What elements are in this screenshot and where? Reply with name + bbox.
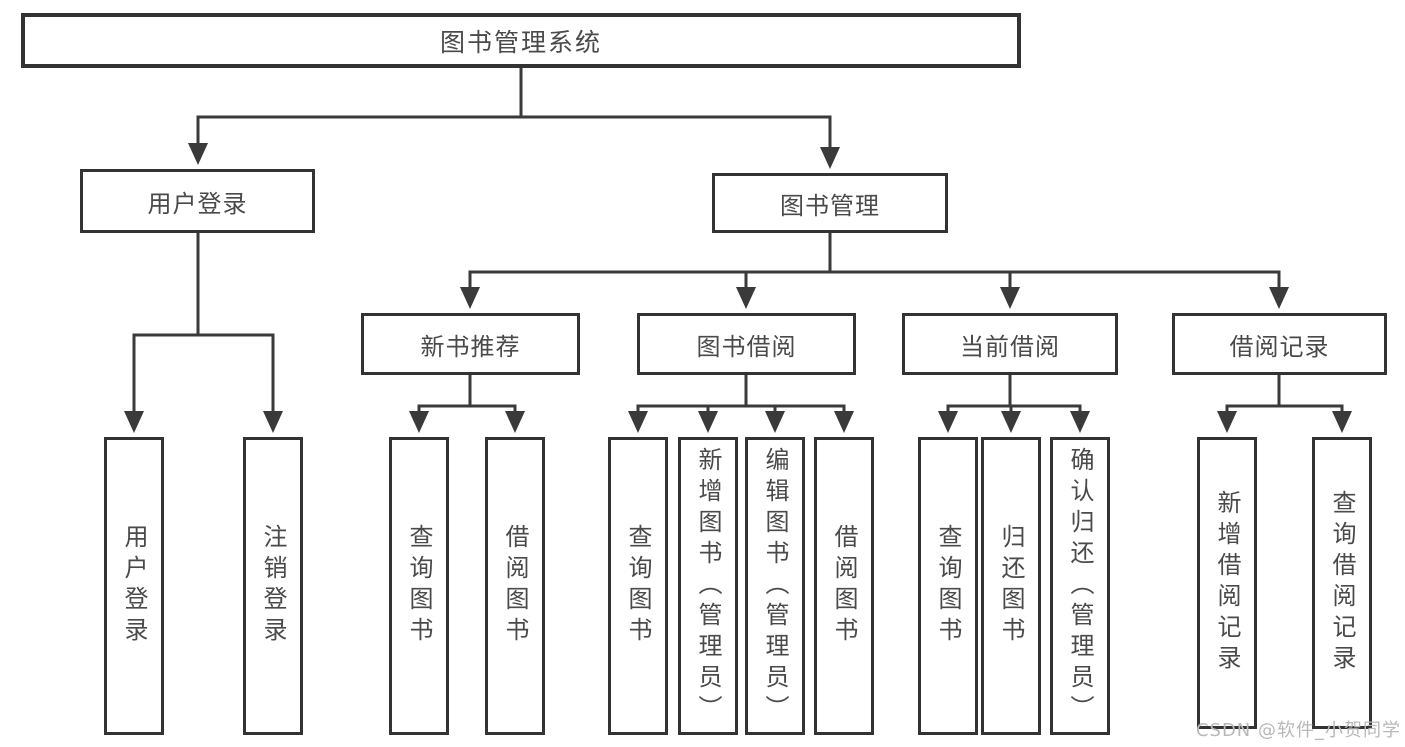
node-user-login-branch: 用户登录 — [80, 169, 315, 233]
connector-current-borrowing-to-children — [938, 373, 1090, 433]
node-user-login-branch-label: 用户登录 — [147, 189, 248, 218]
connector-borrow-records-to-children — [1217, 373, 1352, 433]
node-query-borrow-record-label: 查询借阅记录 — [1328, 490, 1356, 676]
node-query-books-newbooks: 查询图书 — [389, 437, 449, 735]
connector-book-borrowing-to-children — [628, 373, 854, 433]
node-user-login-leaf: 用户登录 — [104, 437, 164, 735]
node-book-borrowing: 图书借阅 — [637, 313, 856, 375]
node-add-book-admin: 新增图书（管理员） — [678, 437, 738, 735]
node-logout-leaf: 注销登录 — [243, 437, 303, 735]
node-return-book-label: 归还图书 — [997, 524, 1025, 648]
node-confirm-return-admin: 确认归还（管理员） — [1050, 437, 1110, 735]
node-add-borrow-record-label: 新增借阅记录 — [1213, 490, 1241, 676]
csdn-watermark: CSDN @软件_小贺同学 — [1195, 720, 1401, 741]
node-borrow-books-newbooks: 借阅图书 — [485, 437, 545, 735]
node-borrow-books-newbooks-label: 借阅图书 — [501, 524, 529, 648]
node-user-login-leaf-label: 用户登录 — [120, 524, 148, 648]
node-add-book-admin-label: 新增图书（管理员） — [694, 446, 722, 726]
node-borrow-records-label: 借阅记录 — [1229, 332, 1330, 361]
node-edit-book-admin-label: 编辑图书（管理员） — [761, 446, 789, 726]
connector-root-to-branches — [188, 66, 840, 169]
node-logout-leaf-label: 注销登录 — [259, 524, 287, 648]
node-query-books-borrowing-label: 查询图书 — [624, 524, 652, 648]
node-book-management: 图书管理 — [712, 173, 948, 233]
node-book-management-label: 图书管理 — [780, 191, 880, 220]
node-new-book-recommend: 新书推荐 — [361, 313, 580, 375]
node-query-books-current: 查询图书 — [918, 437, 978, 735]
node-confirm-return-admin-label: 确认归还（管理员） — [1066, 446, 1094, 726]
connector-new-books-to-children — [409, 373, 525, 433]
node-borrow-books-borrowing: 借阅图书 — [814, 437, 874, 735]
node-new-book-recommend-label: 新书推荐 — [420, 332, 521, 361]
node-query-borrow-record: 查询借阅记录 — [1312, 437, 1372, 729]
node-query-books-current-label: 查询图书 — [934, 524, 962, 648]
connector-user-login-to-children — [124, 231, 283, 433]
node-current-borrowing: 当前借阅 — [902, 313, 1118, 375]
node-borrow-books-borrowing-label: 借阅图书 — [830, 524, 858, 648]
connector-book-management-to-groups — [460, 231, 1289, 309]
node-book-borrowing-label: 图书借阅 — [696, 332, 797, 361]
node-borrow-records: 借阅记录 — [1172, 313, 1387, 375]
node-system-root-label: 图书管理系统 — [439, 27, 602, 57]
node-edit-book-admin: 编辑图书（管理员） — [745, 437, 805, 735]
node-query-books-newbooks-label: 查询图书 — [405, 524, 433, 648]
node-add-borrow-record: 新增借阅记录 — [1197, 437, 1257, 729]
node-query-books-borrowing: 查询图书 — [608, 437, 668, 735]
node-current-borrowing-label: 当前借阅 — [960, 332, 1060, 361]
node-return-book: 归还图书 — [981, 437, 1041, 735]
node-system-root: 图书管理系统 — [21, 13, 1021, 68]
